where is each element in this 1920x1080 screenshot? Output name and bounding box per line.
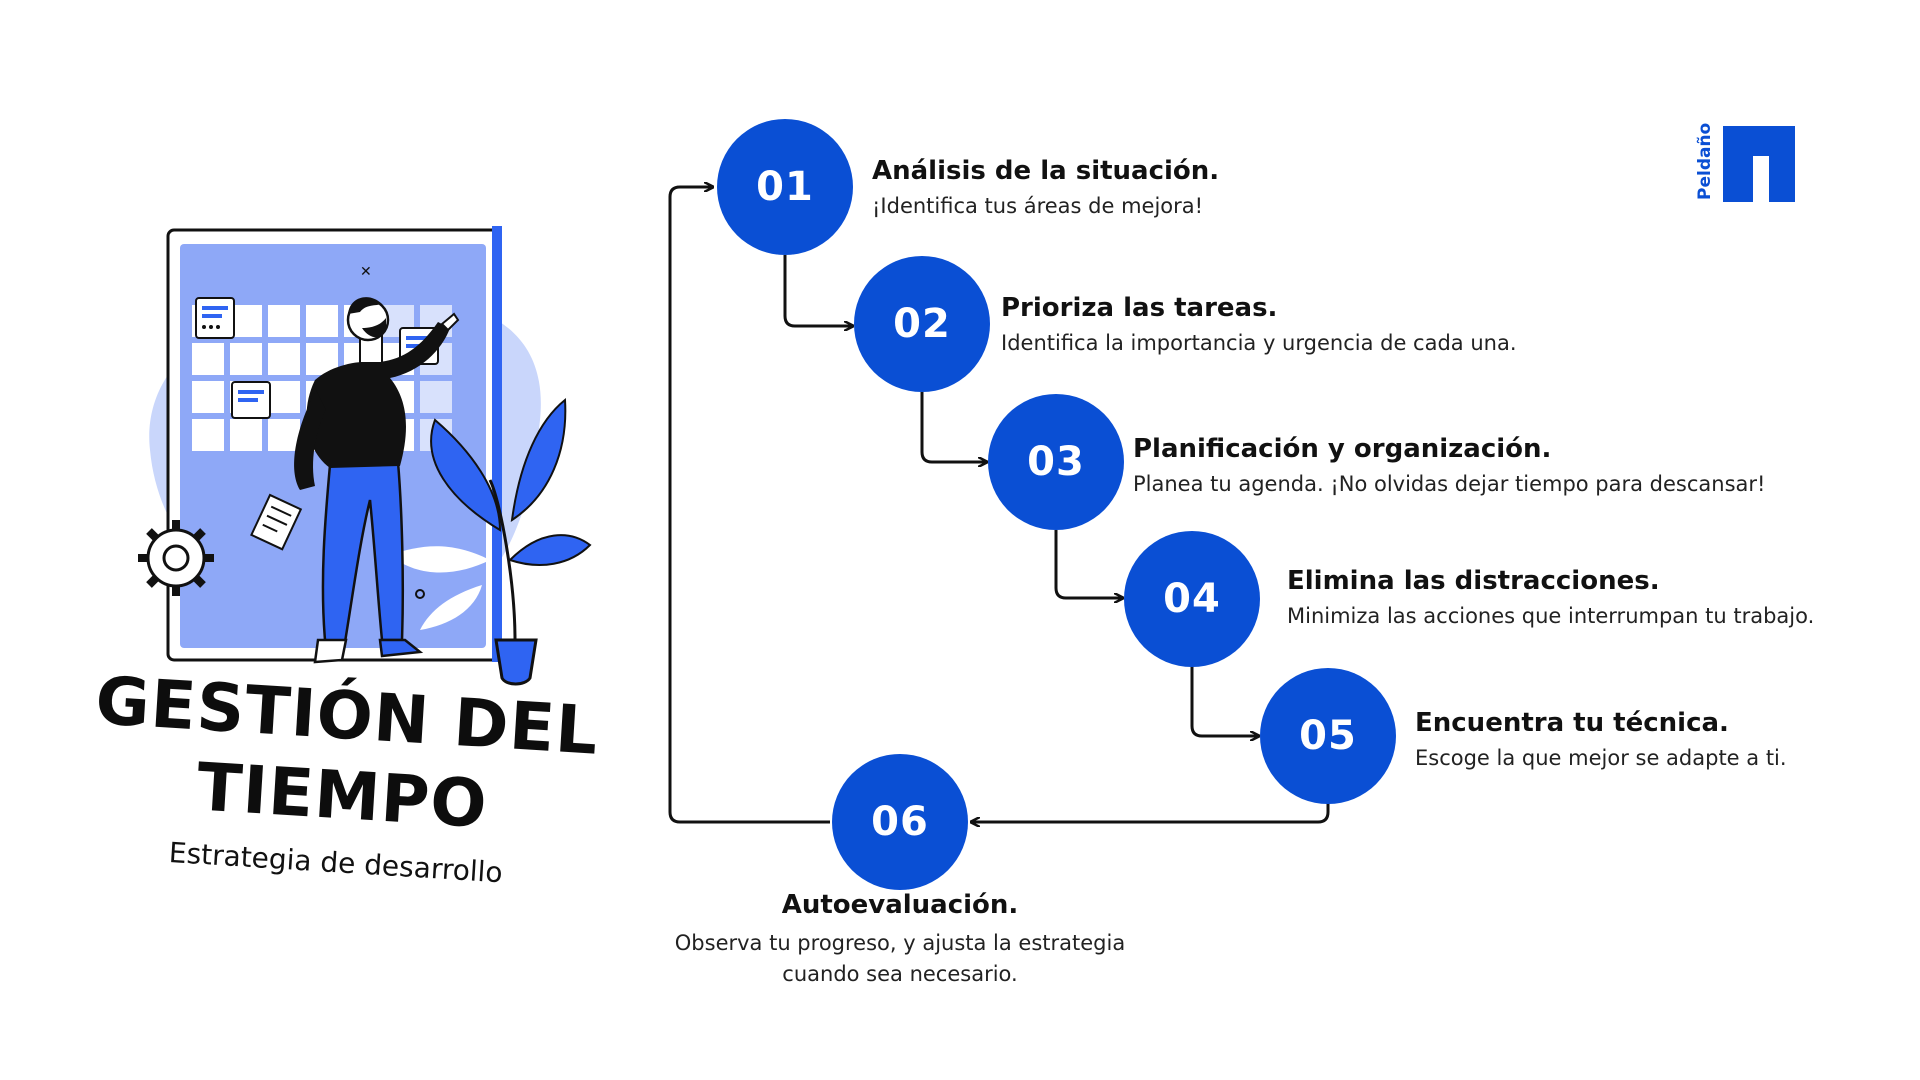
step-description: Minimiza las acciones que interrumpan tu… [1287,604,1815,628]
step-circle-02: 02 [854,256,990,392]
connector-06-01 [668,187,830,824]
connector-03-04 [1054,530,1122,598]
main-title: GESTIÓN DEL TIEMPO [70,660,619,853]
step-text-03: Planificación y organización. Planea tu … [1133,434,1765,496]
time-management-illustration: ✕ ✕ [138,226,592,686]
plant-icon [390,398,592,686]
connector-04-05 [1190,666,1258,736]
step-description: Escoge la que mejor se adapte a ti. [1415,746,1787,770]
step-title: Autoevaluación. [781,890,1019,920]
step-title: Planificación y organización. [1133,434,1552,464]
step-number: 06 [871,799,929,845]
step-description: ¡Identifica tus áreas de mejora! [872,194,1204,218]
step-circle-04: 04 [1124,531,1260,667]
person-icon [294,297,460,664]
step-description: Identifica la importancia y urgencia de … [1001,331,1517,355]
step-text-06: Autoevaluación. Observa tu progreso, y a… [650,890,1150,990]
step-circle-06: 06 [832,754,968,890]
gear-icon [138,520,214,596]
step-circle-01: 01 [717,119,853,255]
step-description: Planea tu agenda. ¡No olvidas dejar tiem… [1133,472,1766,496]
step-number: 05 [1299,713,1357,759]
step-title: Análisis de la situación. [872,156,1220,186]
step-number: 02 [893,301,951,347]
svg-text:✕: ✕ [360,264,372,280]
step-circle-05: 05 [1260,668,1396,804]
step-text-05: Encuentra tu técnica. Escoge la que mejo… [1415,708,1787,770]
step-text-02: Prioriza las tareas. Identifica la impor… [1001,293,1517,355]
step-title: Encuentra tu técnica. [1415,708,1729,738]
step-title: Elimina las distracciones. [1287,566,1660,596]
step-text-01: Análisis de la situación. ¡Identifica tu… [872,156,1219,218]
step-description: Observa tu progreso, y ajusta la estrate… [674,931,1126,986]
connector-05-06 [972,802,1330,822]
connector-02-03 [920,392,986,462]
brand-name: Peldaño [1695,122,1715,200]
step-number: 01 [756,164,814,210]
step-title: Prioriza las tareas. [1001,293,1278,323]
peldano-logo-icon [1723,126,1795,202]
step-number: 03 [1027,439,1085,485]
connector-01-02 [783,255,852,326]
document-icon [250,493,303,551]
step-number: 04 [1163,576,1221,622]
step-text-04: Elimina las distracciones. Minimiza las … [1287,566,1814,628]
step-circle-03: 03 [988,394,1124,530]
